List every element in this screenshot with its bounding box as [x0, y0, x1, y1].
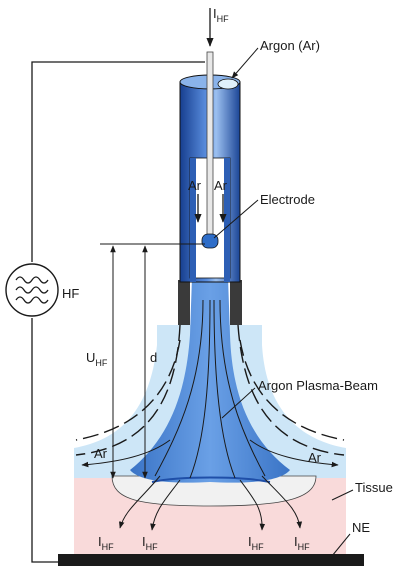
gas-envelope-outer-right — [239, 339, 345, 441]
ar-flow-right-label: Ar — [308, 450, 322, 465]
filament-1 — [154, 299, 204, 477]
argon-label: Argon (Ar) — [260, 38, 320, 53]
plasma-beam-leader — [221, 387, 256, 419]
generator-label: HF — [62, 286, 79, 301]
ar-left-label: Ar — [188, 178, 202, 193]
circuit-wire-lower — [31, 318, 62, 563]
filament-3 — [213, 299, 236, 479]
filament-4 — [219, 299, 266, 477]
ar-right-label: Ar — [214, 178, 228, 193]
current-label-3: IHF — [248, 534, 264, 552]
gas-envelope-right — [237, 324, 345, 456]
distance-label: d — [150, 350, 157, 365]
current-arrow-1 — [118, 475, 161, 529]
plasma-beam-label: Argon Plasma-Beam — [258, 378, 378, 393]
tissue-label: Tissue — [355, 480, 393, 495]
beam-crater-edge — [151, 476, 271, 483]
argon-leader — [231, 47, 259, 79]
tube-inner-wall-right — [224, 158, 230, 282]
current-label-1: IHF — [98, 534, 114, 552]
ne-leader — [331, 533, 351, 557]
tube-tip-shadow-left — [178, 280, 190, 325]
current-arrow-4 — [261, 475, 303, 529]
electrode-label: Electrode — [260, 192, 315, 207]
voltage-label: UHF — [86, 350, 108, 368]
current-label-4: IHF — [294, 534, 310, 552]
current-top-label: IHF — [213, 6, 229, 24]
plasma-beam — [130, 240, 290, 483]
ar-flow-arrow-left — [81, 439, 171, 468]
circuit-wire — [31, 61, 205, 262]
tube-inner-wall-left — [190, 158, 196, 282]
tissue-leader — [331, 489, 354, 501]
ne-label: NE — [352, 520, 370, 535]
sine-wave-icon — [15, 276, 49, 304]
electrode-leader — [213, 199, 259, 239]
neutral-electrode-plate — [58, 554, 364, 566]
electrode-rod — [206, 51, 214, 241]
tube-tip-shadow-right — [230, 280, 242, 325]
current-arrow-3 — [239, 479, 266, 531]
ar-flow-left-label: Ar — [94, 446, 108, 461]
tissue-crater — [111, 475, 317, 507]
filament-2 — [189, 299, 211, 479]
current-label-2: IHF — [142, 534, 158, 552]
ar-flow-arrow-right — [249, 439, 339, 468]
tube-gas-inlet — [217, 78, 239, 90]
current-arrow-2 — [150, 479, 181, 531]
